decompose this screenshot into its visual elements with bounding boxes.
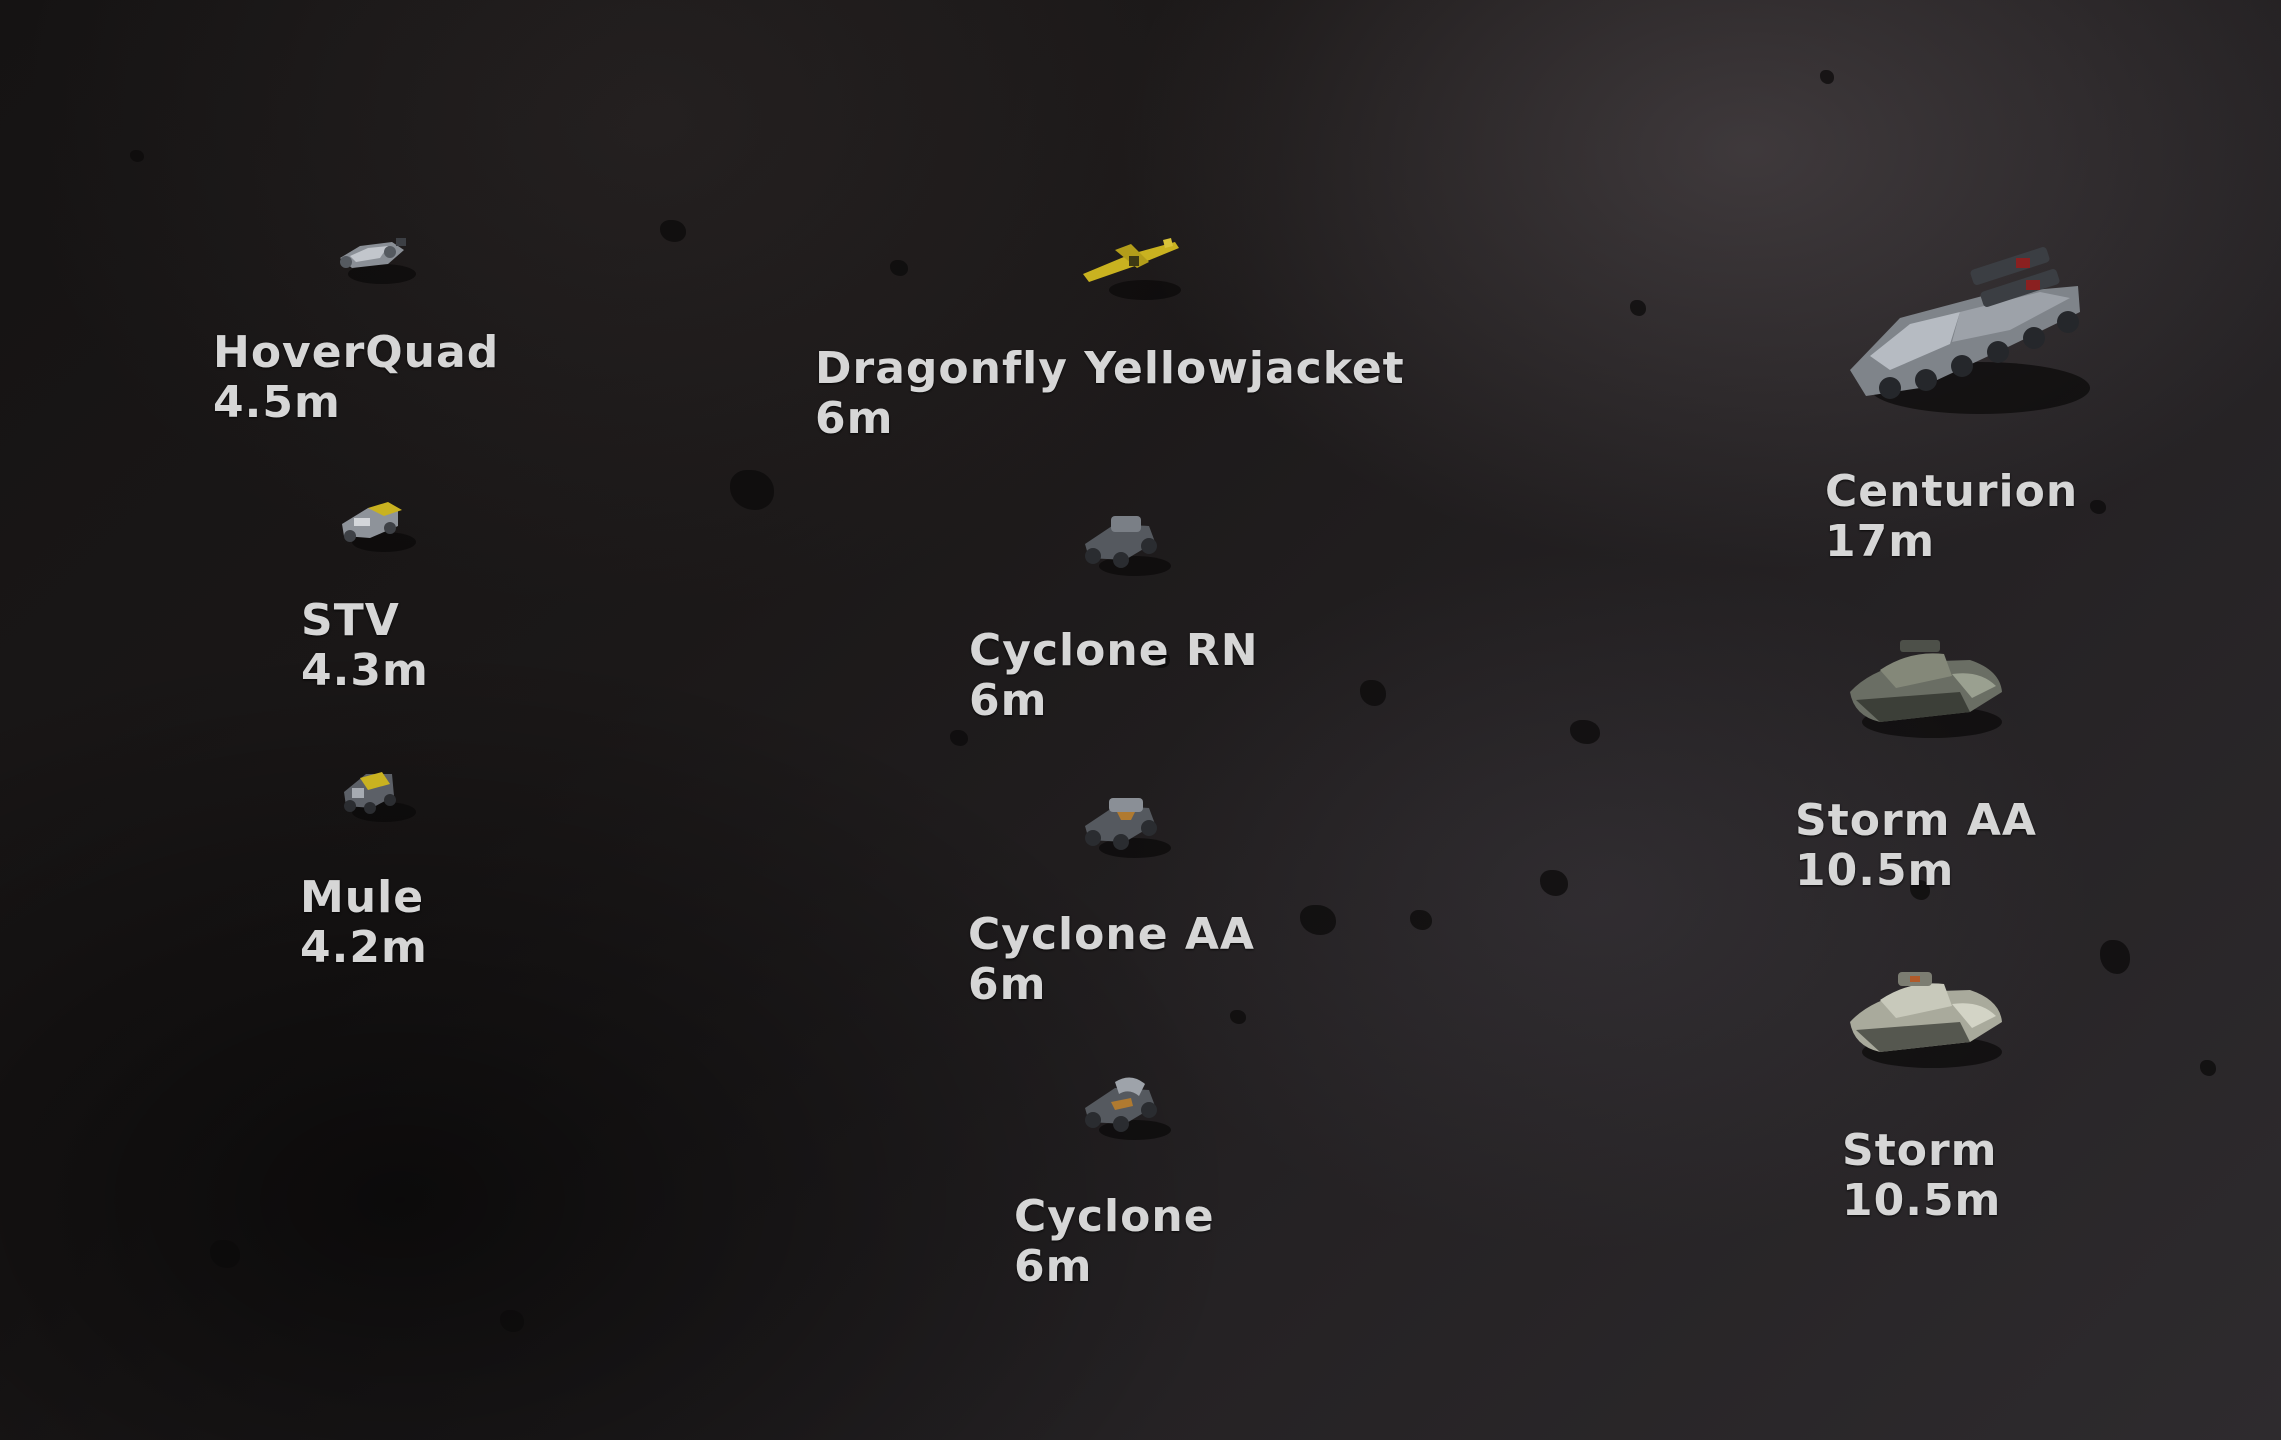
unit-label: HoverQuad 4.5m	[213, 328, 499, 428]
unit-size: 10.5m	[1795, 845, 1955, 896]
unit-label: Storm 10.5m	[1842, 1126, 2001, 1226]
mule-icon	[344, 772, 416, 822]
unit-label: Dragonfly Yellowjacket 6m	[815, 344, 1405, 444]
unit-size: 6m	[815, 393, 894, 444]
unit-size: 6m	[968, 959, 1047, 1010]
cyclone-aa-icon	[1085, 798, 1171, 858]
unit-size: 17m	[1825, 516, 1936, 567]
unit-label: Cyclone RN 6m	[969, 626, 1259, 726]
unit-size: 4.3m	[301, 645, 429, 696]
unit-label: Centurion 17m	[1825, 467, 2078, 567]
storm-icon	[1850, 972, 2002, 1068]
unit-name: Cyclone RN	[969, 625, 1259, 676]
unit-size: 10.5m	[1842, 1175, 2002, 1226]
cyclone-icon	[1085, 1077, 1171, 1140]
unit-size: 6m	[969, 675, 1048, 726]
dragonfly-icon	[1083, 238, 1181, 300]
unit-label: STV 4.3m	[301, 596, 429, 696]
unit-label: Cyclone 6m	[1014, 1192, 1215, 1292]
unit-name: Mule	[300, 872, 425, 923]
unit-label: Storm AA 10.5m	[1795, 796, 2037, 896]
unit-name: Dragonfly Yellowjacket	[815, 343, 1405, 394]
unit-size: 4.2m	[300, 922, 428, 973]
unit-label: Cyclone AA 6m	[968, 910, 1255, 1010]
storm-aa-icon	[1850, 640, 2002, 738]
unit-name: Cyclone	[1014, 1191, 1215, 1242]
hoverquad-icon	[340, 238, 416, 284]
unit-name: Storm	[1842, 1125, 1998, 1176]
unit-size: 6m	[1014, 1241, 1093, 1292]
unit-name: Cyclone AA	[968, 909, 1255, 960]
unit-label: Mule 4.2m	[300, 873, 428, 973]
unit-name: HoverQuad	[213, 327, 500, 378]
unit-name: Centurion	[1825, 466, 2079, 517]
unit-size: 4.5m	[213, 377, 341, 428]
unit-name: STV	[301, 595, 400, 646]
cyclone-rn-icon	[1085, 516, 1171, 576]
stv-icon	[342, 502, 416, 552]
unit-name: Storm AA	[1795, 795, 2037, 846]
centurion-icon	[1850, 247, 2090, 414]
